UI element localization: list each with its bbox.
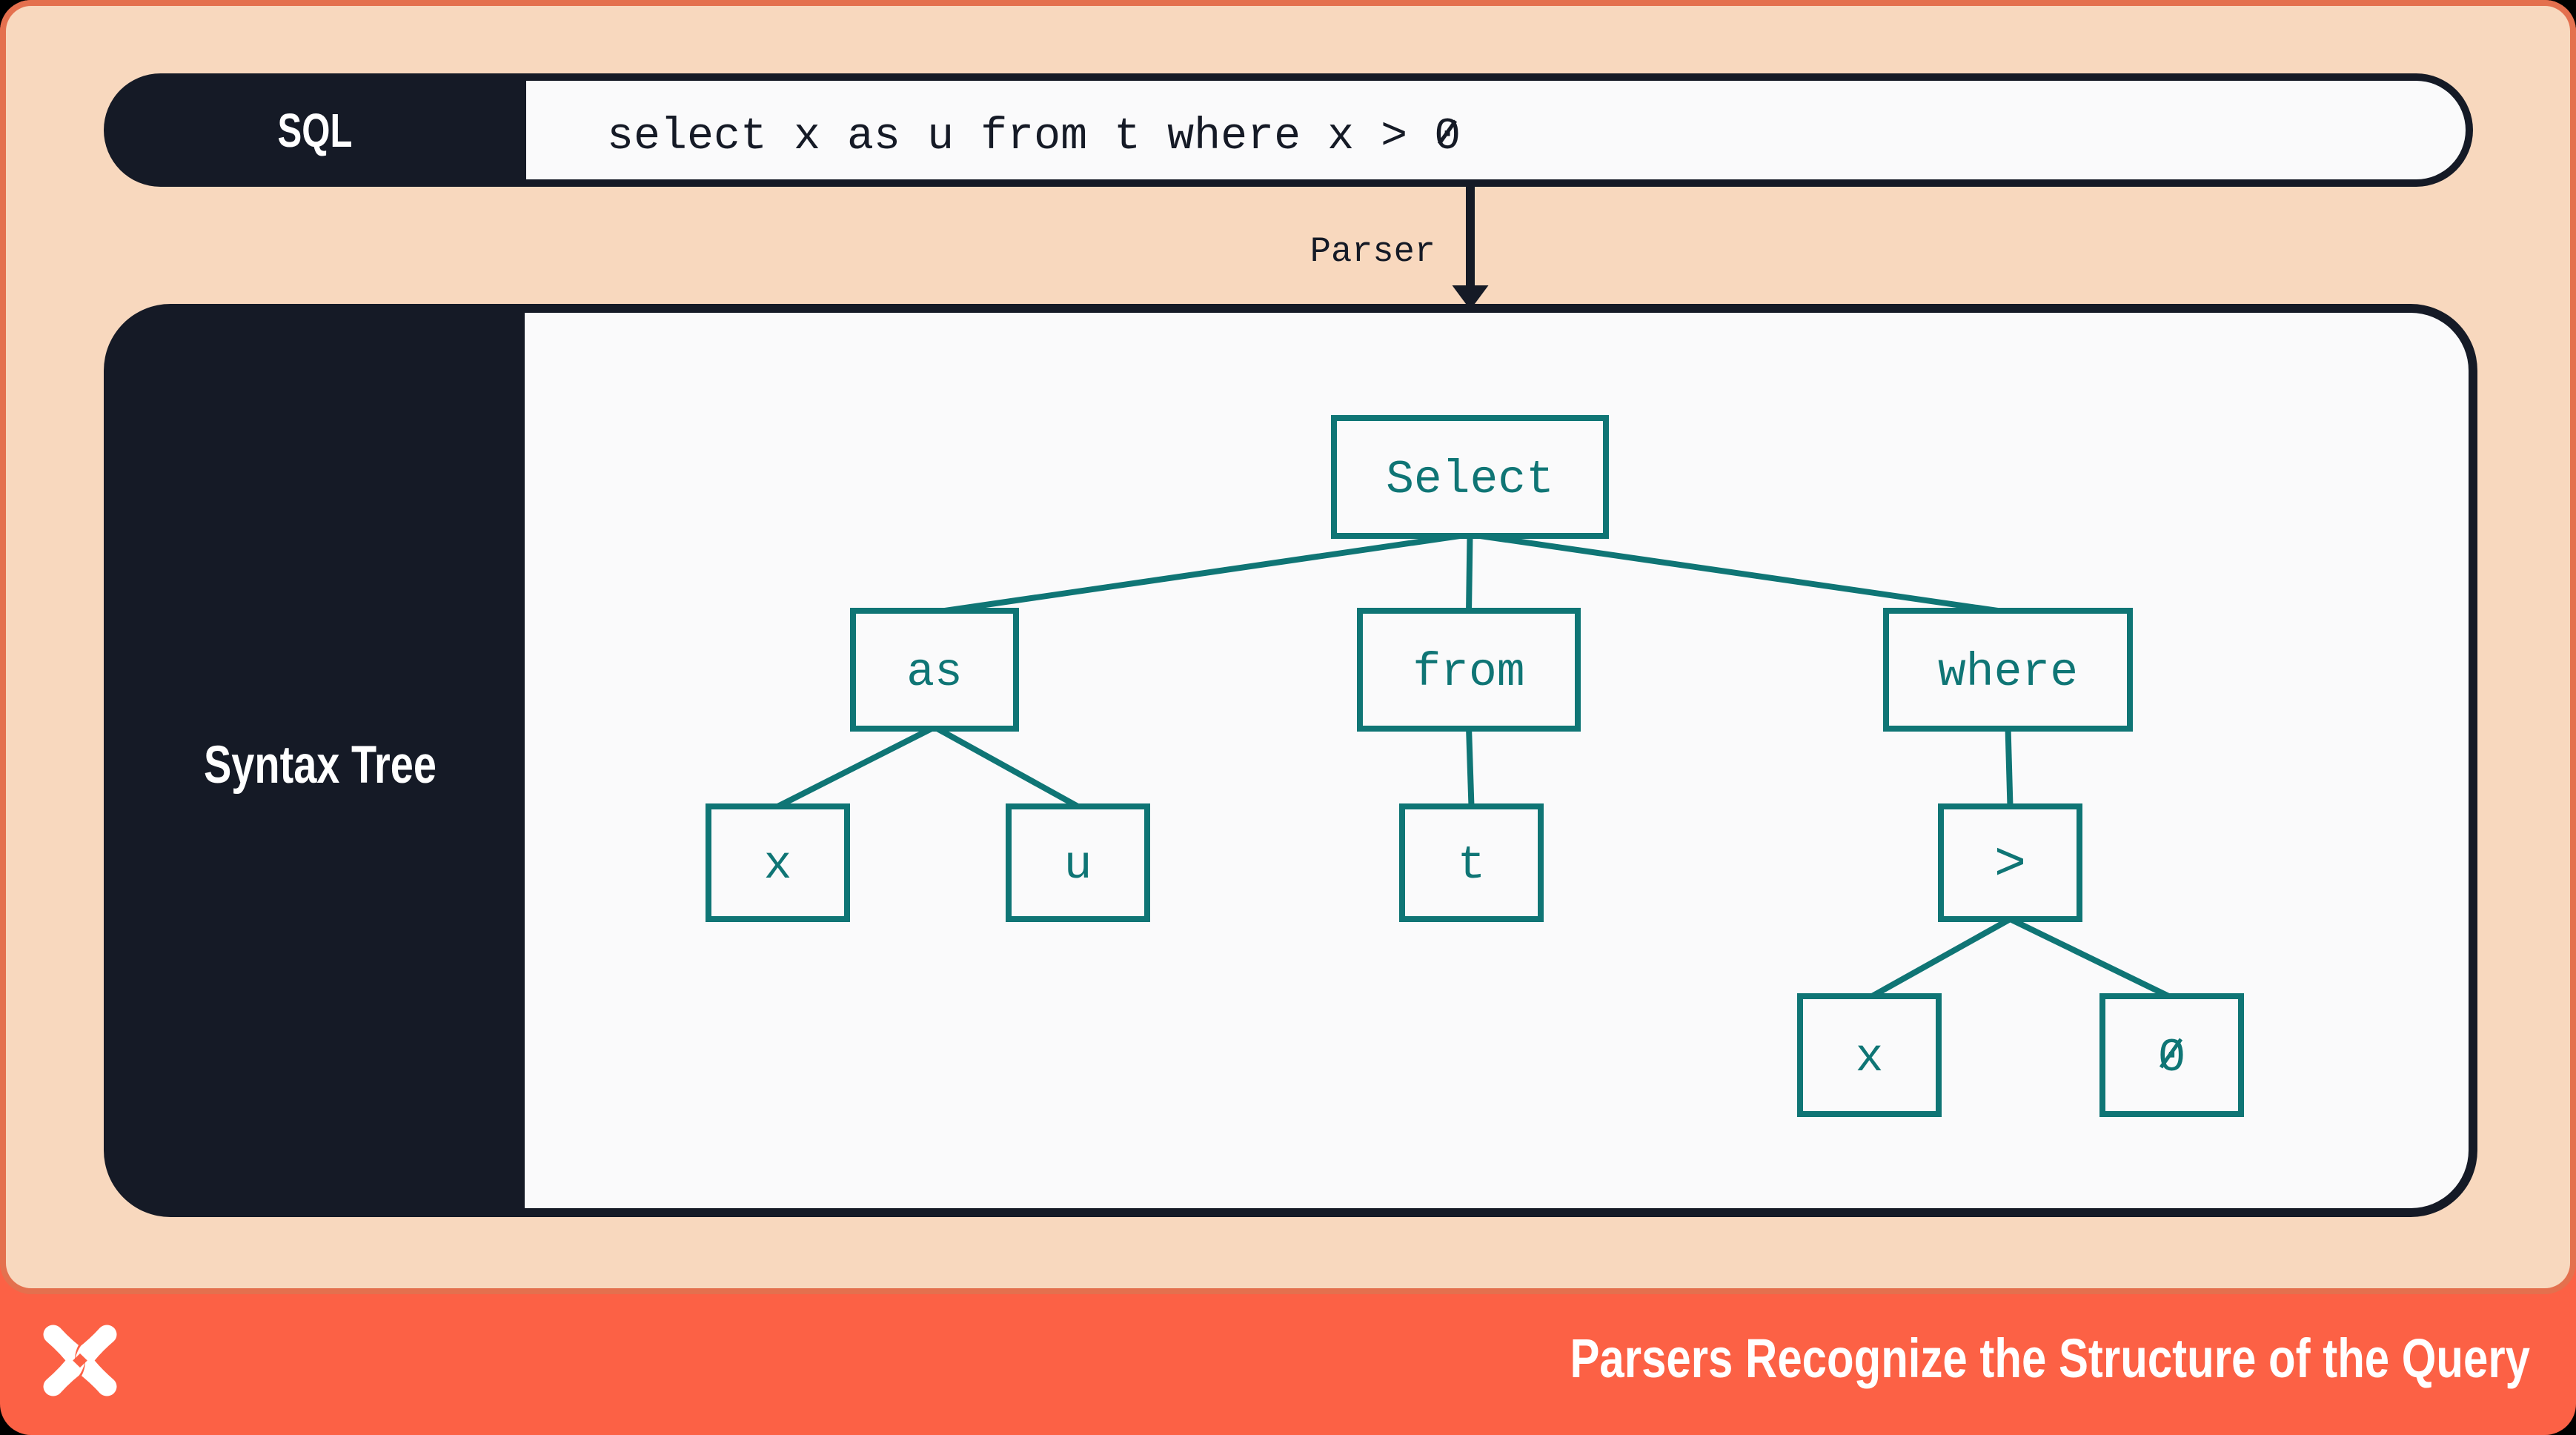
svg-text:Parser: Parser: [1310, 233, 1435, 272]
svg-text:select x as u from t where x >: select x as u from t where x > 0: [607, 112, 1461, 162]
svg-text:u: u: [1064, 839, 1092, 892]
svg-text:x: x: [764, 839, 792, 892]
svg-text:>: >: [1994, 835, 2026, 895]
svg-text:x: x: [1856, 1032, 1884, 1084]
svg-text:from: from: [1413, 646, 1524, 699]
svg-text:where: where: [1938, 646, 2078, 699]
svg-text:Parsers Recognize the Structur: Parsers Recognize the Structure of the Q…: [1570, 1328, 2530, 1389]
svg-text:Select: Select: [1386, 454, 1554, 506]
svg-text:t: t: [1458, 839, 1486, 892]
svg-text:SQL: SQL: [278, 104, 353, 157]
svg-text:as: as: [906, 646, 963, 699]
svg-text:Syntax Tree: Syntax Tree: [204, 736, 436, 795]
